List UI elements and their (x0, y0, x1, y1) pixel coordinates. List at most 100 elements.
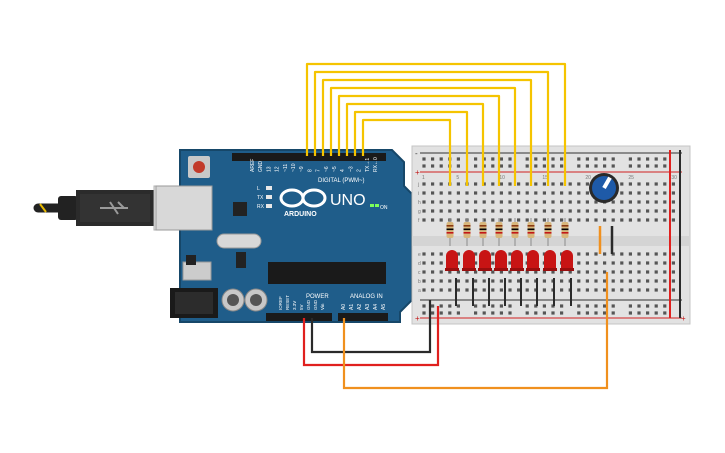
rail-hole (482, 311, 486, 315)
breadboard-hole (439, 252, 443, 256)
breadboard-hole (620, 182, 624, 186)
rail-hole (474, 164, 478, 168)
board-led-label: L (257, 186, 260, 192)
breadboard-hole (620, 288, 624, 292)
led-body (544, 250, 556, 270)
digital-header-label: DIGITAL (PWM~) (318, 178, 365, 184)
breadboard-hole (456, 182, 460, 186)
breadboard-hole (585, 209, 589, 213)
rail-hole (637, 311, 641, 315)
breadboard-hole (671, 200, 675, 204)
rail-hole (560, 304, 564, 308)
breadboard-hole (646, 261, 650, 265)
digital-pin-header (232, 153, 386, 161)
breadboard-hole (431, 261, 435, 265)
rail-hole (663, 164, 667, 168)
breadboard-hole (577, 261, 581, 265)
board-led-label: RX (257, 204, 265, 210)
breadboard-hole (465, 288, 469, 292)
breadboard-hole (525, 218, 529, 222)
rail-hole (646, 311, 650, 315)
breadboard-hole (646, 252, 650, 256)
resistor-band (495, 225, 503, 227)
rail-hole (456, 311, 460, 315)
breadboard-hole (448, 288, 452, 292)
breadboard-hole (525, 182, 529, 186)
breadboard-hole (542, 218, 546, 222)
breadboard-hole (491, 261, 495, 265)
rail-hole (594, 164, 598, 168)
breadboard-hole (482, 279, 486, 283)
breadboard-hole (422, 209, 426, 213)
led-body (527, 250, 539, 270)
led-rim (478, 268, 492, 271)
power-pin-label: RESET (285, 295, 290, 310)
breadboard-hole (637, 209, 641, 213)
arduino-logo (279, 188, 327, 208)
rail-hole (439, 311, 443, 315)
rail-hole (525, 164, 529, 168)
resistor-band (561, 232, 569, 234)
rail-hole (534, 157, 538, 161)
breadboard-hole (422, 252, 426, 256)
breadboard-hole (568, 182, 572, 186)
breadboard-hole (482, 270, 486, 274)
breadboard-hole (594, 270, 598, 274)
rail-hole (637, 157, 641, 161)
rail-hole (585, 304, 589, 308)
breadboard-hole (637, 182, 641, 186)
row-letter: h (418, 200, 421, 206)
rail-hole (448, 311, 452, 315)
breadboard-hole (620, 218, 624, 222)
breadboard-hole (603, 261, 607, 265)
breadboard-hole (620, 209, 624, 213)
breadboard-hole (628, 252, 632, 256)
breadboard-hole (499, 191, 503, 195)
breadboard-hole (482, 182, 486, 186)
rail-hole (508, 157, 512, 161)
rail-sign-plus-right: + (681, 314, 686, 323)
breadboard-hole (671, 191, 675, 195)
rail-hole (491, 157, 495, 161)
resistor-band (446, 228, 454, 231)
rail-hole (603, 304, 607, 308)
breadboard-hole (525, 191, 529, 195)
rail-hole (551, 311, 555, 315)
breadboard-hole (628, 209, 632, 213)
breadboard-hole (491, 182, 495, 186)
breadboard-hole (646, 270, 650, 274)
breadboard-hole (594, 200, 598, 204)
breadboard-hole (456, 270, 460, 274)
power-pin-label: Vin (320, 303, 325, 310)
digital-pin-label: ~11 (283, 164, 289, 172)
breadboard-hole (448, 200, 452, 204)
rail-hole (534, 164, 538, 168)
digital-pin-label: ~9 (299, 166, 305, 172)
led-rim (560, 268, 574, 271)
resistor-band (561, 225, 569, 227)
breadboard-hole (456, 261, 460, 265)
led-body (446, 250, 458, 270)
resistor-band (495, 232, 503, 234)
breadboard-hole (456, 191, 460, 195)
breadboard-hole (663, 270, 667, 274)
breadboard-hole (551, 209, 555, 213)
board-led (266, 195, 272, 199)
board-led (266, 186, 272, 190)
breadboard-hole (568, 200, 572, 204)
digital-pin-label: AREF (250, 159, 256, 172)
breadboard-hole (654, 261, 658, 265)
breadboard-hole (560, 200, 564, 204)
breadboard-hole (671, 218, 675, 222)
rail-hole (474, 304, 478, 308)
resistor-band (463, 228, 471, 231)
led-rim (462, 268, 476, 271)
breadboard-hole (577, 270, 581, 274)
analog-pin-label: A2 (357, 304, 363, 310)
breadboard-hole (474, 252, 478, 256)
rail-hole (611, 157, 615, 161)
